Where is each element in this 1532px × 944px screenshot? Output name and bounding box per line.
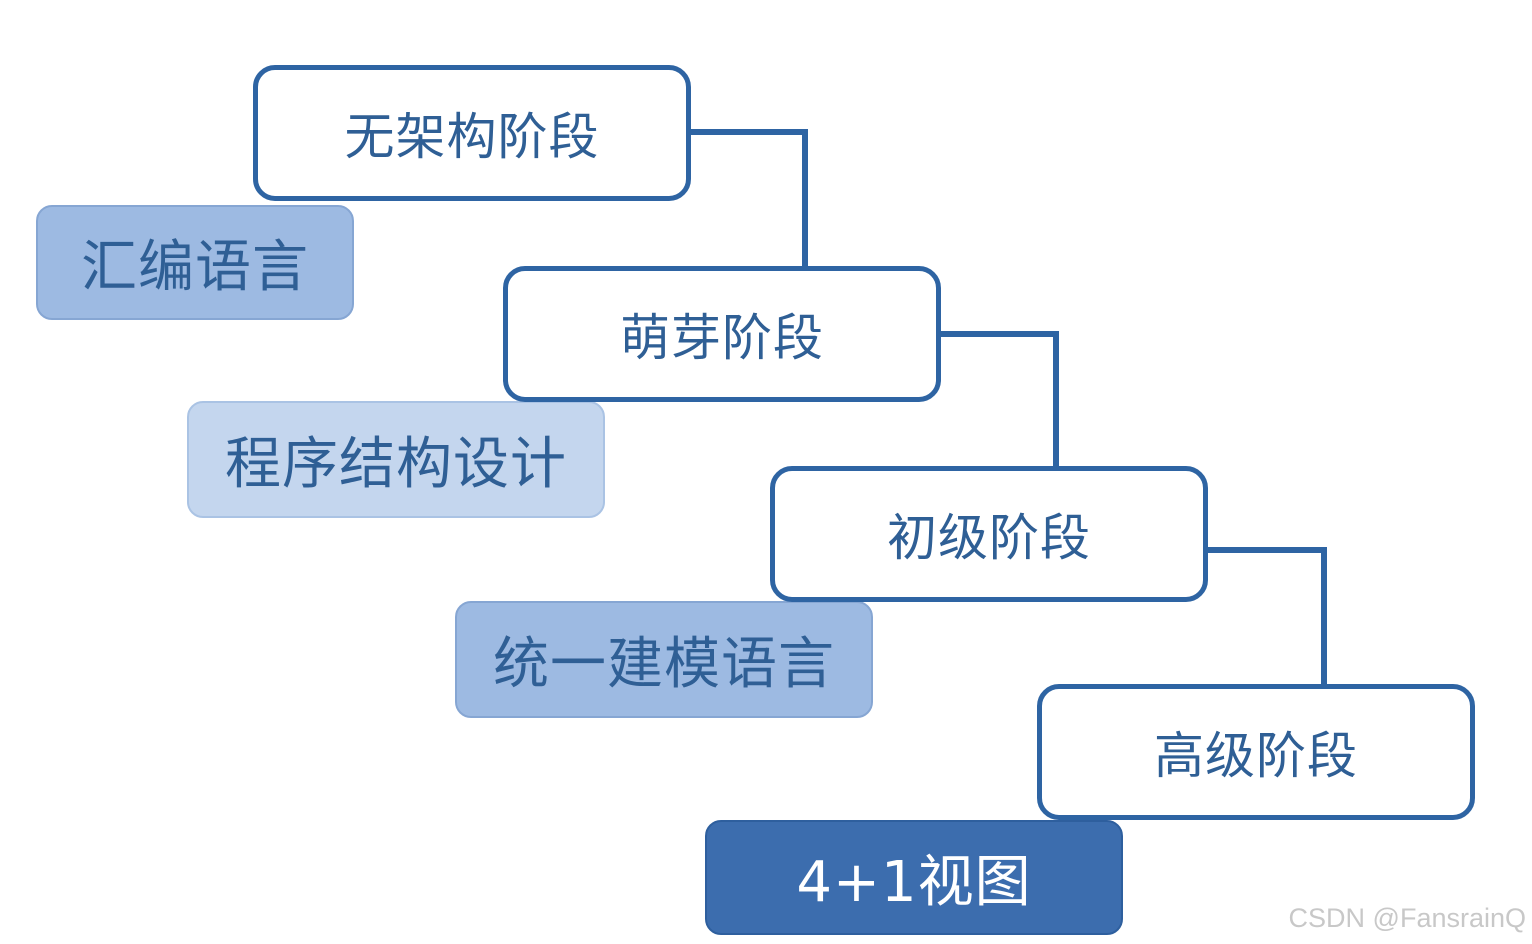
connector-stage3-stage4 <box>1208 547 1327 686</box>
stage-label: 初级阶段 <box>887 509 1091 567</box>
sub-box-program-structure-design: 程序结构设计 <box>187 401 605 518</box>
sub-box-4plus1-view: 4+1视图 <box>705 820 1123 935</box>
watermark: CSDN @FansrainQ <box>1288 903 1526 933</box>
sub-box-assembly-language: 汇编语言 <box>36 205 354 320</box>
sub-label: 统一建模语言 <box>493 632 835 697</box>
sub-label: 4+1视图 <box>796 850 1032 915</box>
stage-box-primary: 初级阶段 <box>770 466 1208 602</box>
sub-label: 程序结构设计 <box>225 432 567 497</box>
stage-label: 无架构阶段 <box>344 108 600 166</box>
stage-box-advanced: 高级阶段 <box>1037 684 1475 820</box>
stage-label: 萌芽阶段 <box>620 309 824 367</box>
connector-stage2-stage3 <box>940 331 1059 468</box>
stage-label: 高级阶段 <box>1154 727 1358 785</box>
sub-box-uml: 统一建模语言 <box>455 601 873 718</box>
sub-label: 汇编语言 <box>81 235 309 300</box>
stage-box-sprout: 萌芽阶段 <box>503 266 941 402</box>
connector-stage1-stage2 <box>690 129 808 266</box>
stage-box-no-architecture: 无架构阶段 <box>253 65 691 201</box>
